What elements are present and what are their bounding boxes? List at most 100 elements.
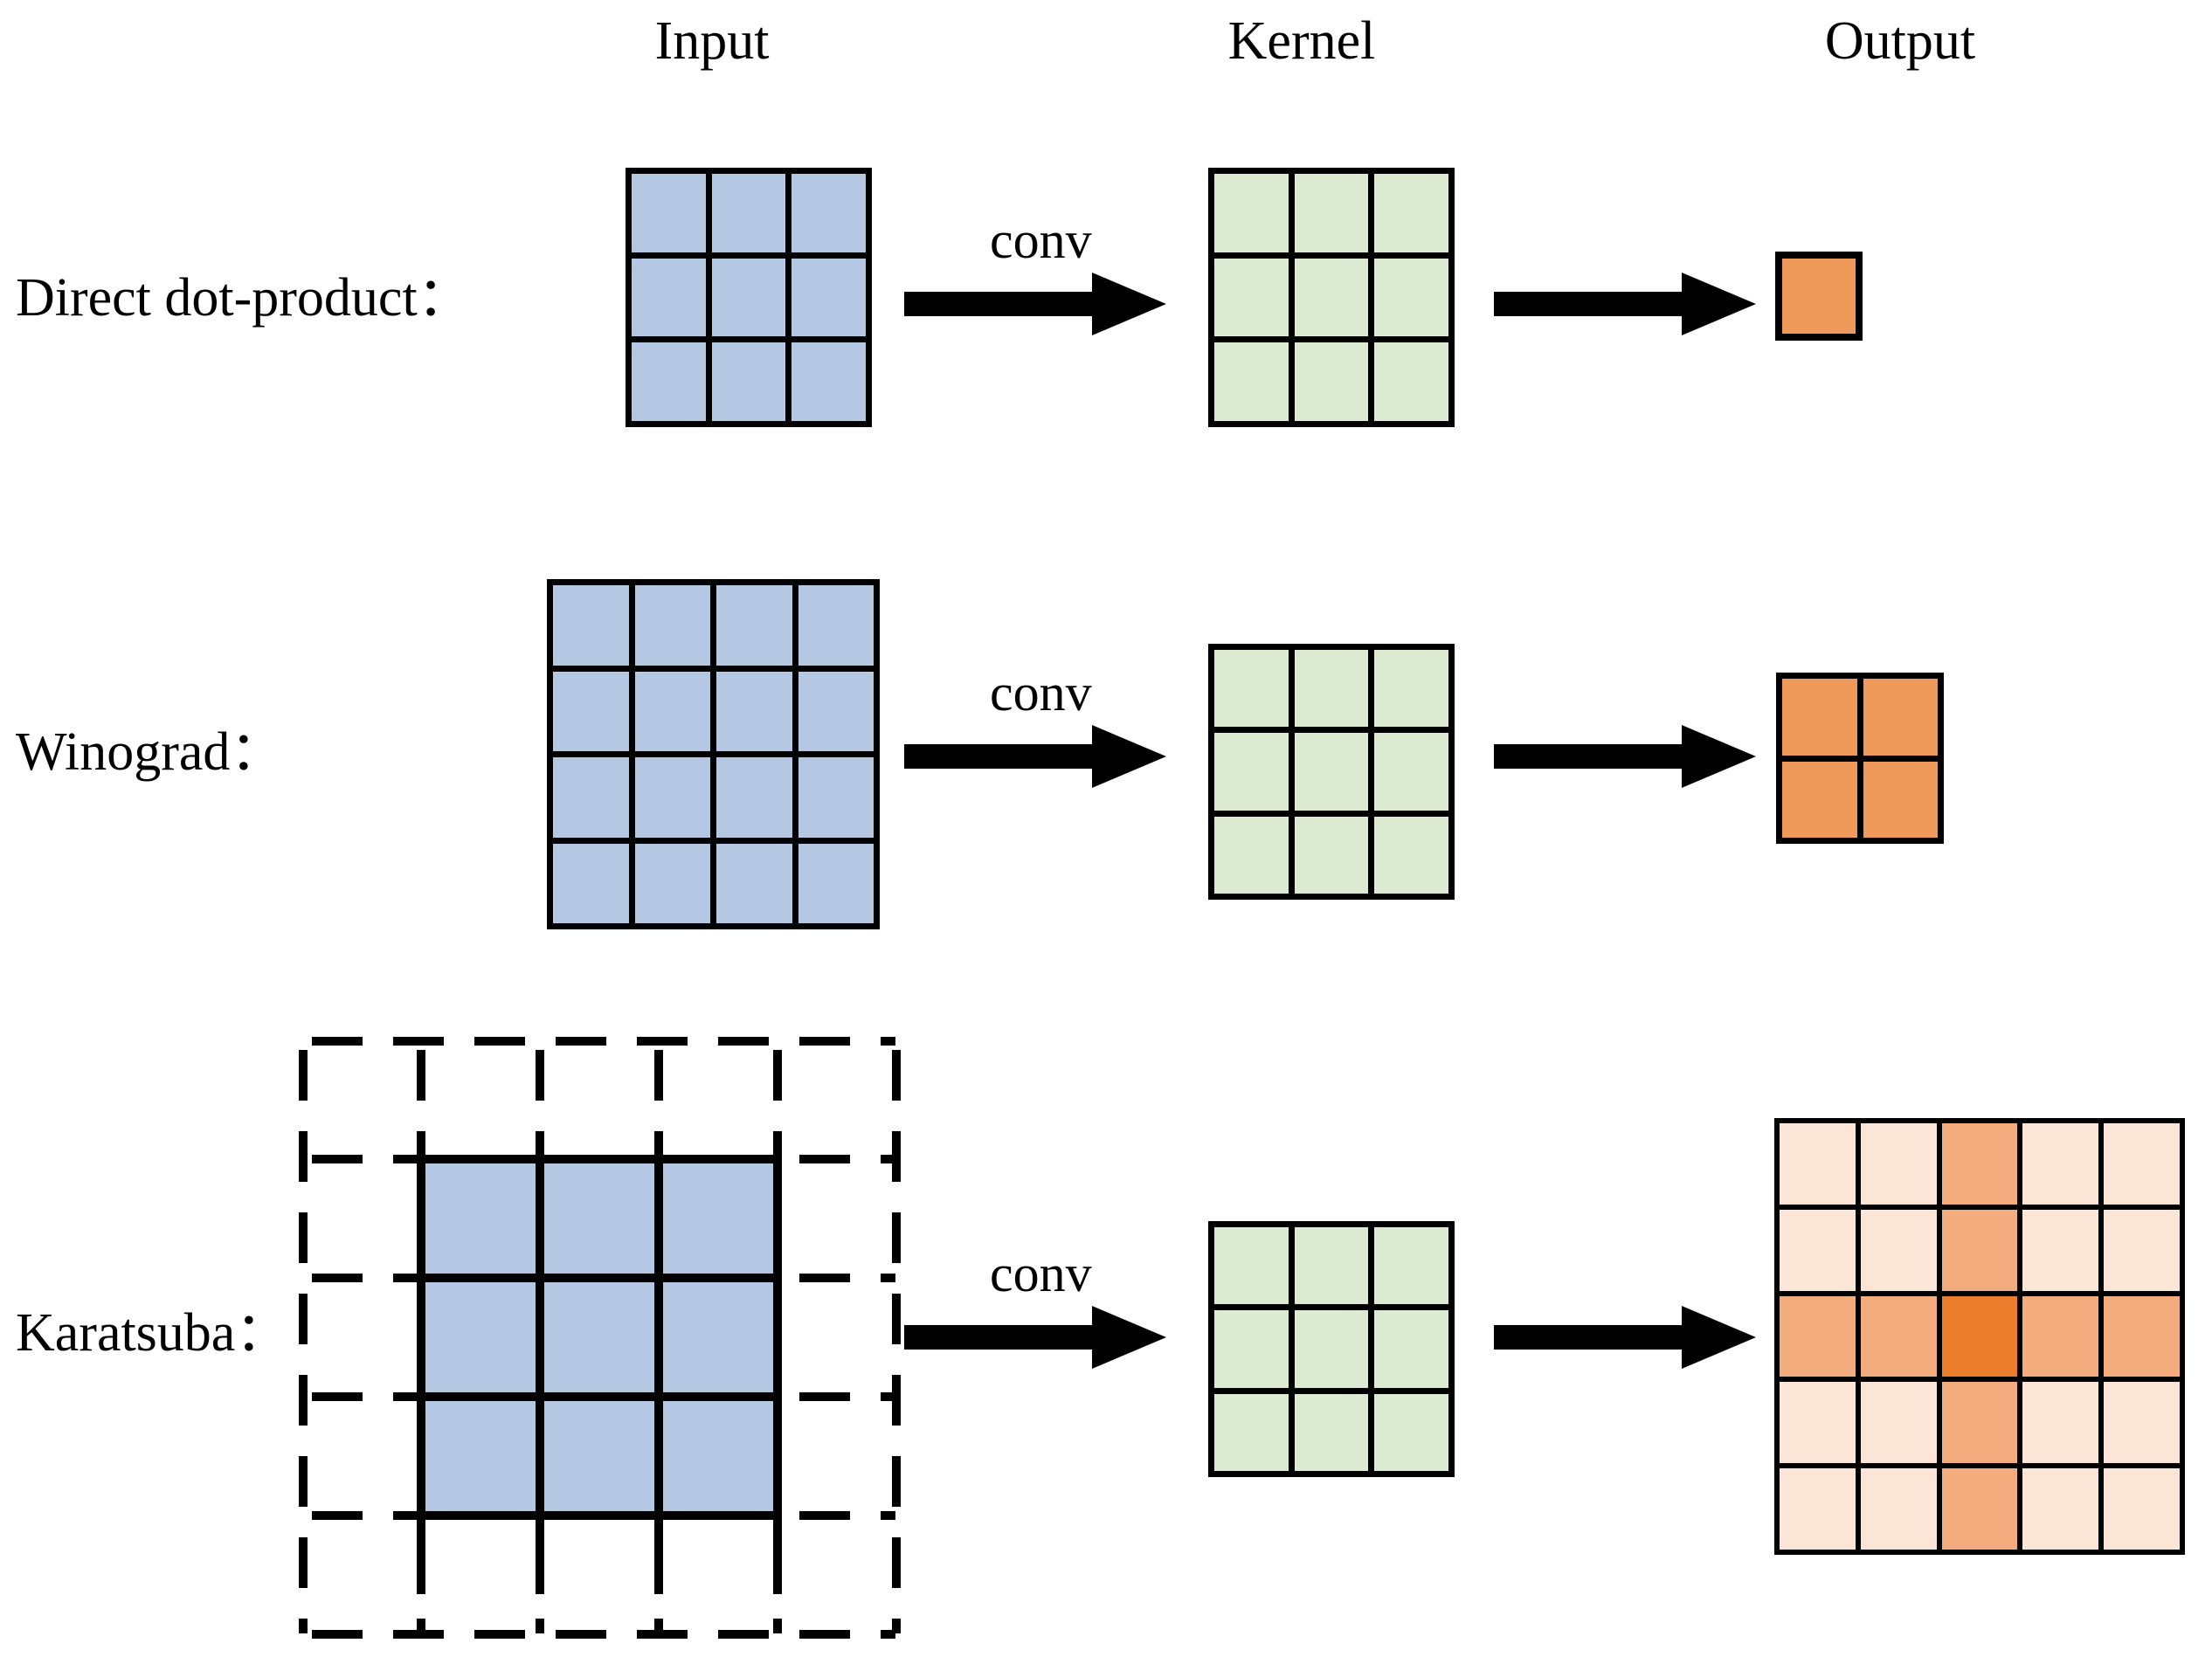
row-label-karatsuba: Karatsuba： <box>16 1303 290 1363</box>
heatmap-cell <box>2022 1209 2099 1291</box>
heatmap-cell <box>1780 1123 1856 1205</box>
heatmap-cell <box>1941 1468 2018 1550</box>
grid-cell <box>1374 1393 1448 1471</box>
row1-output-arrow <box>1494 273 1756 335</box>
grid-cell <box>1294 258 1369 337</box>
grid-cell <box>1214 342 1289 421</box>
grid-cell <box>1782 679 1857 756</box>
heatmap-cell <box>1780 1295 1856 1377</box>
row3-conv-label: conv <box>990 1245 1092 1302</box>
row1-output-square <box>1775 252 1863 341</box>
grid-cell <box>1294 1393 1369 1471</box>
grid-cell <box>553 757 629 838</box>
row3-output-heatmap <box>1774 1118 2185 1555</box>
grid-cell <box>553 671 629 751</box>
heatmap-cell <box>1780 1209 1856 1291</box>
row2-conv-arrow <box>904 725 1166 788</box>
heatmap-cell <box>1941 1209 2018 1291</box>
grid-cell <box>1214 650 1289 728</box>
grid-cell <box>711 258 786 337</box>
grid-cell <box>1374 1227 1448 1305</box>
column-header-output: Output <box>1824 11 1976 71</box>
grid-cell <box>1294 650 1369 728</box>
grid-cell <box>1863 679 1938 756</box>
grid-cell <box>1294 1310 1369 1388</box>
row2-output-arrow <box>1494 725 1756 788</box>
heatmap-cell <box>1860 1295 1937 1377</box>
grid-cell <box>798 843 874 923</box>
row1-kernel-grid <box>1208 168 1455 427</box>
grid-cell <box>1214 174 1289 252</box>
row2-output-grid <box>1776 673 1944 844</box>
column-header-input: Input <box>654 11 770 71</box>
grid-cell <box>1374 650 1448 728</box>
row3-conv-arrow <box>904 1306 1166 1369</box>
grid-cell <box>791 258 866 337</box>
grid-cell <box>1214 258 1289 337</box>
heatmap-cell <box>2022 1295 2099 1377</box>
grid-cell <box>1214 733 1289 811</box>
grid-cell <box>711 342 786 421</box>
grid-cell <box>716 843 792 923</box>
heatmap-cell <box>2104 1123 2180 1205</box>
grid-cell <box>798 757 874 838</box>
grid-cell <box>716 671 792 751</box>
grid-cell <box>1294 342 1369 421</box>
row1-conv-arrow <box>904 273 1166 335</box>
grid-cell <box>1782 761 1857 838</box>
grid-cell <box>553 585 629 666</box>
row2-conv-label: conv <box>990 664 1092 721</box>
grid-cell <box>553 843 629 923</box>
heatmap-cell <box>1941 1123 2018 1205</box>
grid-cell <box>1294 733 1369 811</box>
grid-cell <box>634 671 710 751</box>
heatmap-cell <box>2022 1468 2099 1550</box>
heatmap-cell <box>1941 1295 2018 1377</box>
heatmap-cell <box>1860 1382 1937 1464</box>
grid-cell <box>798 585 874 666</box>
grid-cell <box>1374 816 1448 894</box>
row3-output-arrow <box>1494 1306 1756 1369</box>
row3-kernel-grid <box>1208 1221 1455 1477</box>
grid-cell <box>1214 1227 1289 1305</box>
grid-cell <box>1214 816 1289 894</box>
grid-cell <box>634 585 710 666</box>
grid-cell <box>716 757 792 838</box>
row1-conv-label: conv <box>990 211 1092 269</box>
heatmap-cell <box>2104 1209 2180 1291</box>
heatmap-cell <box>1941 1382 2018 1464</box>
grid-cell <box>1214 1393 1289 1471</box>
grid-cell <box>711 174 786 252</box>
heatmap-cell <box>1860 1209 1937 1291</box>
row1-input-grid <box>626 168 872 427</box>
heatmap-cell <box>2104 1468 2180 1550</box>
grid-cell <box>716 585 792 666</box>
column-header-kernel: Kernel <box>1227 11 1376 71</box>
heatmap-cell <box>2104 1295 2180 1377</box>
grid-cell <box>1294 1227 1369 1305</box>
heatmap-cell <box>1780 1468 1856 1550</box>
heatmap-cell <box>1860 1468 1937 1550</box>
heatmap-cell <box>2022 1382 2099 1464</box>
row-label-winograd: Winograd： <box>16 722 285 782</box>
row2-input-grid <box>547 579 880 929</box>
grid-cell <box>1214 1310 1289 1388</box>
grid-cell <box>1374 733 1448 811</box>
grid-cell <box>791 174 866 252</box>
heatmap-cell <box>1780 1382 1856 1464</box>
heatmap-cell <box>1860 1123 1937 1205</box>
heatmap-cell <box>2022 1123 2099 1205</box>
grid-cell <box>1294 816 1369 894</box>
grid-cell <box>1374 258 1448 337</box>
row-label-direct-dot-product: Direct dot-product： <box>16 268 472 328</box>
grid-cell <box>632 342 706 421</box>
grid-cell <box>634 757 710 838</box>
row3-input-dashed-grid <box>297 1035 909 1647</box>
row2-kernel-grid <box>1208 644 1455 900</box>
grid-cell <box>634 843 710 923</box>
grid-cell <box>791 342 866 421</box>
grid-cell <box>1374 342 1448 421</box>
heatmap-cell <box>2104 1382 2180 1464</box>
grid-cell <box>1374 174 1448 252</box>
